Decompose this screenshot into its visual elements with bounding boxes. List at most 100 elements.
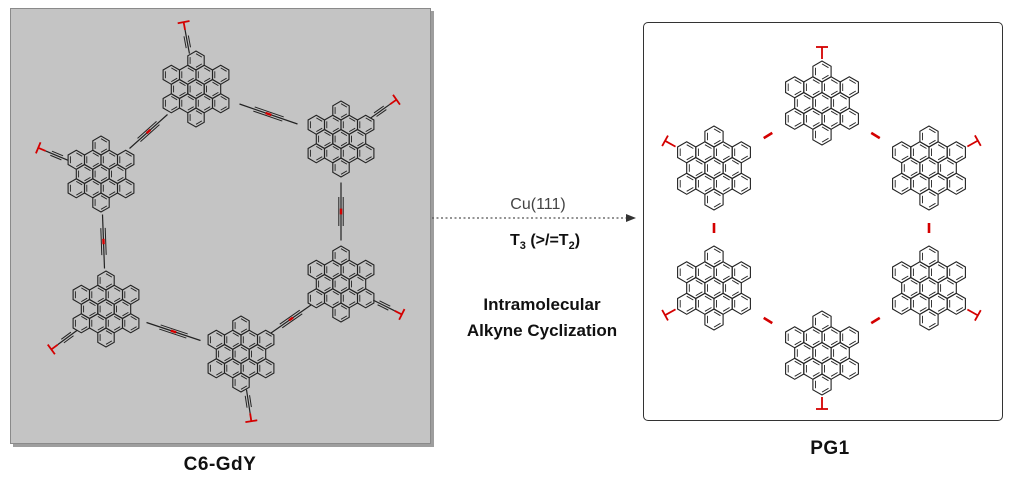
pg1-node-0-ring-9-double-bond — [849, 122, 857, 127]
pg1-node-1-ring-7 — [919, 125, 939, 148]
pg1-node-5-ring-8-double-bond — [686, 175, 694, 181]
diyne-linker-5-red-link — [145, 128, 152, 135]
c6-node-0-ring-4-double-bond — [203, 67, 211, 72]
terminal-alkyne-0-triple-a — [187, 35, 192, 48]
pg1-node-1-ring-11-double-bond — [956, 144, 964, 149]
c6-node-3-ring-12 — [232, 372, 250, 393]
terminal-alkyne-1-triple-a — [376, 109, 387, 117]
c6-node-4-ring-4-double-bond — [113, 297, 121, 302]
pg1-node-5-ring-4-double-bond — [722, 144, 730, 149]
pg1-node-4-ring-11-double-bond — [741, 264, 749, 269]
pg1-terminal-cap-4 — [664, 308, 676, 316]
terminal-alkyne-5 — [45, 150, 68, 161]
pg1-node-4-ring-3-double-bond — [704, 275, 712, 281]
c6-node-3-ring-8-double-bond — [216, 361, 223, 366]
pg1-node-2-ring-2-double-bond — [946, 291, 954, 296]
c6-node-1-ring-7-double-bond — [340, 103, 348, 108]
pg1-node-0-ring-1-double-bond — [803, 106, 811, 111]
c6-node-1-ring-2-double-bond — [357, 131, 364, 136]
c6-node-5-ring-2-double-bond — [117, 166, 124, 171]
c6-node-2-ring-2-double-bond — [357, 276, 364, 281]
c6-node-4-ring-2-double-bond — [122, 312, 129, 317]
pg1-node-4-ring-10-double-bond — [686, 275, 694, 281]
pg1-node-4-ring-12-double-bond — [713, 322, 721, 328]
c6-node-3-ring-6-double-bond — [248, 371, 256, 376]
terminal-alkyne-4-triple-b — [63, 335, 74, 344]
pg1-node-3-ring-9-double-bond — [849, 360, 857, 366]
c6-node-2-ring-9-double-bond — [365, 301, 372, 306]
c6-node-1-ring-11-double-bond — [365, 117, 372, 122]
c6-node-1-ring-1-double-bond — [324, 131, 331, 136]
pg1-node-1-ring-11-double-bond — [956, 155, 964, 161]
pg1-node-0-ring-12-double-bond — [821, 126, 829, 132]
pg1-node-4-ring-6-double-bond — [722, 295, 730, 301]
c6-node-2-ring-9 — [356, 288, 375, 309]
c6-node-1-ring-4-double-bond — [348, 127, 356, 132]
pg1-node-5-ring-3-double-bond — [704, 144, 712, 149]
pg1-node-2-ring-5-double-bond — [919, 307, 927, 312]
pg1-node-5-ring-5-double-bond — [704, 187, 712, 192]
pg1-node-2-ring-11-double-bond — [956, 275, 964, 281]
c6-node-2-ring-10-double-bond — [316, 272, 323, 277]
pg1-node-5-ring-11-double-bond — [741, 155, 749, 161]
pg1-node-3-ring-3-double-bond — [812, 340, 820, 346]
pg1-node-1-ring-4-double-bond — [937, 155, 945, 161]
pg1-node-5-ring-3-double-bond — [704, 155, 712, 161]
c6-node-4-ring-12 — [97, 327, 115, 348]
pg1-node-3-ring-0-double-bond — [821, 356, 829, 361]
c6-node-0-ring-9-double-bond — [220, 106, 227, 111]
diyne-linker-2-triple-b — [281, 313, 303, 329]
pg1-node-2-ring-7-double-bond — [928, 248, 936, 254]
pg1-node-0-ring-8 — [785, 107, 805, 130]
c6-node-2-ring-7-double-bond — [340, 258, 348, 263]
pg1-node-3-ring-7-double-bond — [821, 324, 829, 330]
pg1-node-3-ring-8-double-bond — [794, 372, 802, 377]
pg1-node-3-ring-1-double-bond — [803, 345, 811, 350]
pg1-node-2-ring-3-double-bond — [919, 264, 927, 269]
c6-node-0-ring-6-double-bond — [203, 106, 211, 111]
pg1-node-5-ring-12-double-bond — [713, 202, 721, 208]
c6-node-2-ring-0-double-bond — [340, 276, 348, 281]
pg1-node-0-ring-0-double-bond — [821, 106, 829, 111]
c6-node-0-ring-5-double-bond — [187, 106, 194, 111]
c6-node-5-ring-1-double-bond — [84, 177, 91, 182]
pg1-node-2-ring-11 — [946, 261, 966, 284]
c6-node-5-ring-12-double-bond — [100, 195, 108, 200]
c6-node-4-ring-7-double-bond — [105, 283, 113, 288]
pg1-node-4-ring-0-double-bond — [713, 291, 721, 296]
diyne-linker-3-triple-a — [160, 324, 188, 335]
c6-node-0-ring-3-double-bond — [187, 77, 194, 82]
pg1-node-5-ring-0-double-bond — [713, 160, 721, 165]
pg1-node-0-ring-9 — [839, 107, 859, 130]
pg1-terminal-cap-1-bar — [974, 134, 982, 147]
c6-node-5-ring-5-double-bond — [92, 191, 99, 196]
terminal-cap-5 — [37, 147, 46, 152]
pg1-node-2-ring-6-double-bond — [937, 307, 945, 312]
pg1-node-2-ring-8-double-bond — [901, 295, 909, 301]
pg1-node-1-ring-8-double-bond — [901, 187, 909, 192]
terminal-cap-3 — [249, 413, 253, 422]
pg1-node-1-ring-7-double-bond — [928, 128, 936, 134]
pg1-node-5-ring-12-double-bond — [713, 191, 721, 197]
pg1-node-3-ring-4-double-bond — [830, 329, 838, 334]
c6-node-3-ring-1-double-bond — [224, 346, 231, 351]
c6-node-2-ring-5-double-bond — [332, 301, 339, 306]
c6-node-5-ring-8-double-bond — [76, 191, 83, 196]
terminal-cap-2 — [394, 310, 403, 316]
c6-node-5-ring-7 — [92, 135, 110, 156]
pg1-node-3-ring-8-double-bond — [794, 360, 802, 366]
pg1-node-5-ring-1-double-bond — [695, 160, 703, 165]
c6-node-0-ring-12-double-bond — [195, 120, 203, 125]
pg1-link-bond-0 — [870, 131, 881, 140]
c6-node-3-ring-7 — [232, 315, 250, 336]
c6-node-1-ring-9-double-bond — [365, 146, 372, 151]
pg1-node-5-ring-12 — [704, 188, 724, 211]
pg1-node-1-ring-3-double-bond — [919, 144, 927, 149]
c6-node-5-ring-0-double-bond — [100, 177, 108, 182]
c6-node-5-ring-3-double-bond — [92, 162, 99, 167]
c6-node-3-ring-10-double-bond — [216, 342, 223, 347]
c6-node-2-ring-11-double-bond — [365, 272, 372, 277]
terminal-cap-3-bar — [245, 419, 258, 424]
pg1-node-3-ring-11 — [839, 326, 859, 349]
pg1-node-2-ring-1-double-bond — [910, 291, 918, 296]
